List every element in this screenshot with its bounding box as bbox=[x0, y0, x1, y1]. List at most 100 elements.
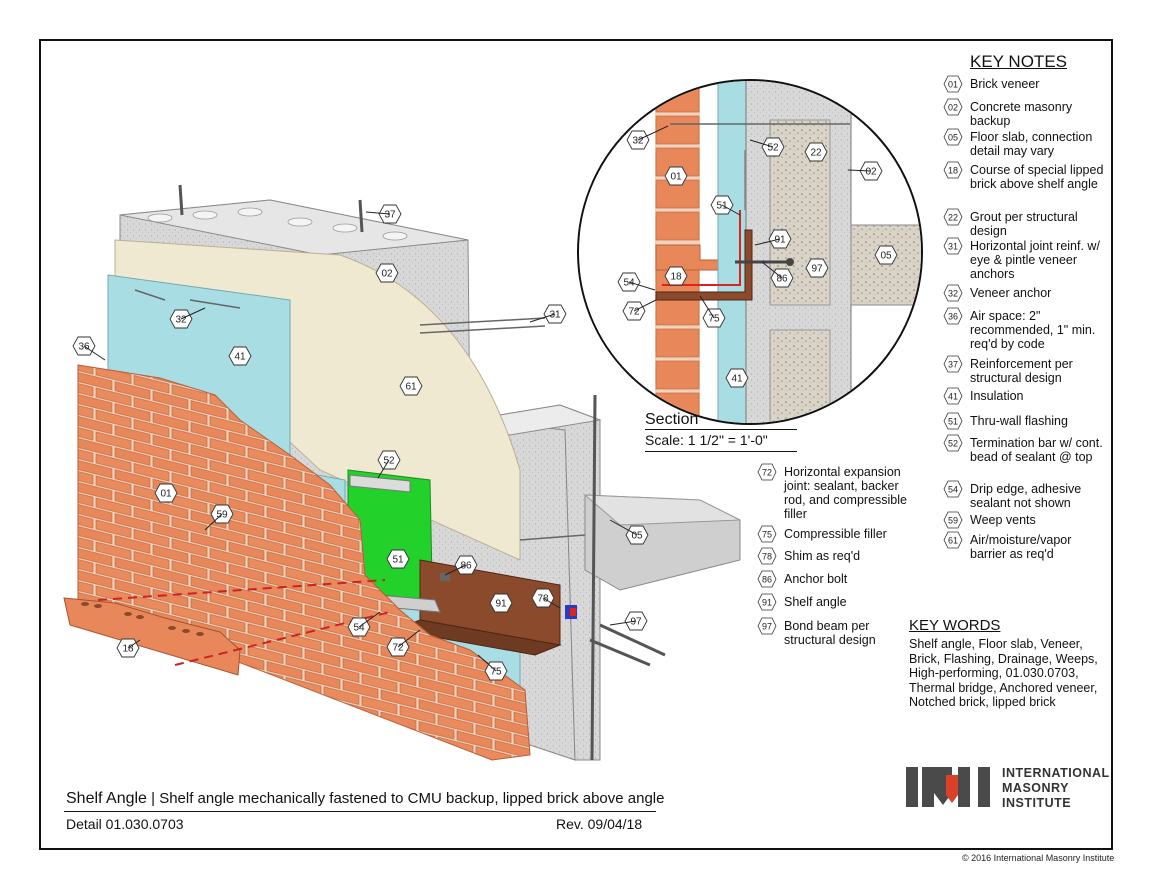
callout-tag-61: 61 bbox=[399, 376, 423, 396]
key-note-hex-icon: 61 bbox=[943, 531, 963, 549]
key-note-number: 54 bbox=[948, 485, 958, 495]
callout-number: 51 bbox=[716, 201, 728, 212]
key-note-number: 37 bbox=[948, 360, 958, 370]
key-note-text: Thru-wall flashing bbox=[970, 414, 1068, 428]
logo-line-1: INTERNATIONAL bbox=[1002, 766, 1110, 780]
callout-tag-97: 97 bbox=[805, 258, 829, 278]
callout-hex-icon bbox=[664, 266, 688, 286]
callout-tag-51: 51 bbox=[386, 549, 410, 569]
key-note-hex-icon: 97 bbox=[757, 617, 777, 635]
callout-leader-line bbox=[754, 238, 781, 246]
callout-number: 97 bbox=[811, 264, 823, 275]
drawing-frame bbox=[39, 39, 1113, 850]
key-note-number: 86 bbox=[762, 575, 772, 585]
callout-tag-18: 18 bbox=[664, 266, 688, 286]
key-note-text: Horizontal joint reinf. w/ eye & pintle … bbox=[970, 239, 1100, 281]
callout-number: 54 bbox=[623, 278, 635, 289]
key-note-hex-icon: 51 bbox=[943, 412, 963, 430]
section-scale-underline bbox=[645, 451, 797, 452]
key-note-number: 59 bbox=[948, 516, 958, 526]
key-note-number: 52 bbox=[948, 439, 958, 449]
key-note-number: 75 bbox=[762, 530, 772, 540]
detail-subtitle: | Shelf angle mechanically fastened to C… bbox=[151, 790, 665, 807]
callout-number: 02 bbox=[381, 269, 393, 280]
key-note-hex-icon: 31 bbox=[943, 237, 963, 255]
key-note-hex-icon: 52 bbox=[943, 434, 963, 452]
callout-hex-icon bbox=[725, 368, 749, 388]
key-note-text: Drip edge, adhesive sealant not shown bbox=[970, 482, 1082, 510]
key-note-text: Course of special lipped brick above she… bbox=[970, 163, 1104, 191]
callout-leader-line bbox=[609, 620, 637, 626]
callout-tag-91: 91 bbox=[489, 593, 513, 613]
key-note-number: 05 bbox=[948, 133, 958, 143]
callout-number: 05 bbox=[880, 251, 892, 262]
callout-leader-line bbox=[127, 639, 141, 649]
callout-number: 72 bbox=[628, 307, 640, 318]
callout-number: 31 bbox=[549, 310, 561, 321]
key-note-text: Air/moisture/vapor barrier as req'd bbox=[970, 533, 1072, 561]
key-note-hex-icon: 32 bbox=[943, 284, 963, 302]
key-note-number: 22 bbox=[948, 213, 958, 223]
callout-hex-icon bbox=[228, 346, 252, 366]
section-title: Section bbox=[645, 411, 699, 428]
callout-number: 91 bbox=[495, 599, 507, 610]
callout-leader-line bbox=[699, 295, 715, 319]
callout-tag-41: 41 bbox=[725, 368, 749, 388]
key-note-hex-icon: 59 bbox=[943, 511, 963, 529]
callout-number: 59 bbox=[216, 510, 228, 521]
key-note-text: Anchor bolt bbox=[784, 572, 848, 586]
key-note-text: Shim as req'd bbox=[784, 549, 861, 563]
key-note-hex-icon: 02 bbox=[943, 98, 963, 116]
key-note-hex-icon: 72 bbox=[757, 463, 777, 481]
callout-leader-line bbox=[633, 299, 657, 312]
callout-number: 37 bbox=[384, 210, 396, 221]
key-note-number: 32 bbox=[948, 289, 958, 299]
key-note-number: 02 bbox=[948, 103, 958, 113]
callout-leader-line bbox=[628, 281, 656, 291]
section-scale: Scale: 1 1/2" = 1'-0" bbox=[645, 432, 768, 448]
callout-leader-line bbox=[180, 307, 206, 320]
callout-leader-line bbox=[847, 169, 872, 172]
key-note-text: Bond beam per structural design bbox=[784, 619, 876, 647]
key-note-number: 61 bbox=[948, 536, 958, 546]
callout-number: 01 bbox=[160, 489, 172, 500]
key-note-hex-icon: 05 bbox=[943, 128, 963, 146]
callout-leader-line bbox=[749, 139, 774, 148]
callout-leader-line bbox=[761, 261, 783, 279]
callout-number: 91 bbox=[774, 235, 786, 246]
key-note-text: Floor slab, connection detail may vary bbox=[970, 130, 1093, 158]
key-note-number: 51 bbox=[948, 417, 958, 427]
callout-tag-01: 01 bbox=[154, 483, 178, 503]
key-note-hex-icon: 01 bbox=[943, 75, 963, 93]
callout-hex-icon bbox=[489, 593, 513, 613]
key-note-text: Shelf angle bbox=[784, 595, 847, 609]
callout-leader-line bbox=[365, 211, 391, 215]
key-note-text: Grout per structural design bbox=[970, 210, 1078, 238]
callout-number: 86 bbox=[776, 274, 788, 285]
key-words-text: Shelf angle, Floor slab, Veneer, Brick, … bbox=[909, 637, 1098, 709]
callout-number: 41 bbox=[731, 374, 743, 385]
callout-hex-icon bbox=[664, 166, 688, 186]
key-note-text: Concrete masonry backup bbox=[970, 100, 1073, 128]
callout-tag-41: 41 bbox=[228, 346, 252, 366]
callout-number: 32 bbox=[175, 315, 187, 326]
callout-tag-01: 01 bbox=[664, 166, 688, 186]
callout-number: 97 bbox=[630, 617, 642, 628]
detail-title: Shelf Angle bbox=[66, 790, 147, 807]
title-block-divider bbox=[64, 811, 656, 812]
callout-number: 78 bbox=[537, 594, 549, 605]
key-words-title: KEY WORDS bbox=[909, 617, 1001, 634]
callout-number: 52 bbox=[383, 456, 395, 467]
key-note-text: Termination bar w/ cont. bead of sealant… bbox=[970, 436, 1103, 464]
key-note-number: 78 bbox=[762, 552, 772, 562]
imi-logo-mark bbox=[906, 767, 990, 807]
logo-line-3: INSTITUTE bbox=[1002, 796, 1072, 810]
callout-leader-line bbox=[444, 564, 467, 576]
key-note-hex-icon: 78 bbox=[757, 547, 777, 565]
callout-leader-line bbox=[83, 345, 106, 361]
key-note-number: 36 bbox=[948, 312, 958, 322]
callout-hex-icon bbox=[154, 483, 178, 503]
callout-leader-line bbox=[397, 629, 421, 648]
key-note-text: Brick veneer bbox=[970, 77, 1040, 91]
